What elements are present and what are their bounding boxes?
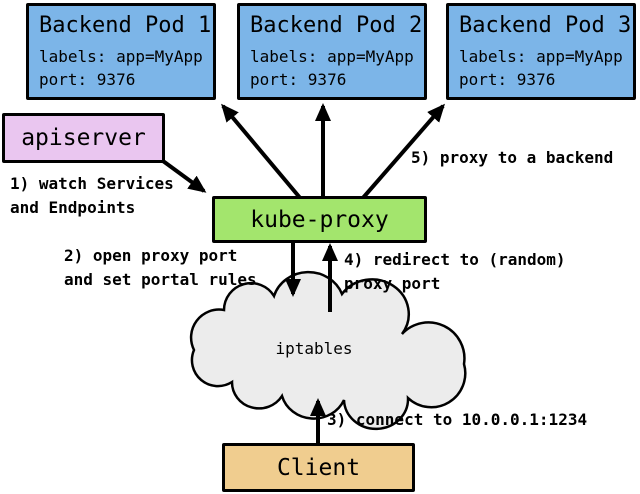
arrow-watch-services (161, 159, 207, 193)
apiserver-box: apiserver (2, 113, 165, 163)
apiserver-label: apiserver (21, 125, 146, 151)
backend-pod-1-port: port: 9376 (39, 70, 136, 89)
step-4-label: 4) redirect to (random) proxy port (344, 250, 566, 293)
step-2-label: 2) open proxy port and set portal rules (64, 246, 257, 289)
client-box: Client (222, 443, 415, 492)
step-1-label: 1) watch Services and Endpoints (10, 174, 174, 217)
backend-pod-2-title: Backend Pod 2 (250, 13, 423, 38)
client-label: Client (276, 454, 361, 481)
backend-pod-3-labels: labels: app=MyApp (459, 47, 623, 66)
backend-pod-1-labels: labels: app=MyApp (39, 47, 203, 66)
backend-pod-2-box: Backend Pod 2 labels: app=MyApp port: 93… (237, 3, 427, 100)
iptables-cloud (189, 270, 467, 431)
iptables-label: iptables (275, 339, 353, 358)
backend-pod-2-port: port: 9376 (250, 70, 347, 89)
kube-proxy-label: kube-proxy (250, 206, 389, 233)
backend-pod-3-box: Backend Pod 3 labels: app=MyApp port: 93… (446, 3, 636, 100)
arrow-proxy-to-pod-3 (360, 103, 445, 201)
backend-pod-2-labels: labels: app=MyApp (250, 47, 414, 66)
step-5-label: 5) proxy to a backend (411, 148, 614, 167)
step-3-label: 3) connect to 10.0.0.1:1234 (327, 410, 588, 429)
backend-pod-1-box: Backend Pod 1 labels: app=MyApp port: 93… (26, 3, 216, 100)
backend-pod-3-port: port: 9376 (459, 70, 556, 89)
backend-pod-3-title: Backend Pod 3 (459, 13, 632, 38)
backend-pod-1-title: Backend Pod 1 (39, 13, 212, 38)
kube-proxy-box: kube-proxy (212, 196, 427, 243)
arrow-proxy-to-pod-1 (221, 103, 303, 201)
